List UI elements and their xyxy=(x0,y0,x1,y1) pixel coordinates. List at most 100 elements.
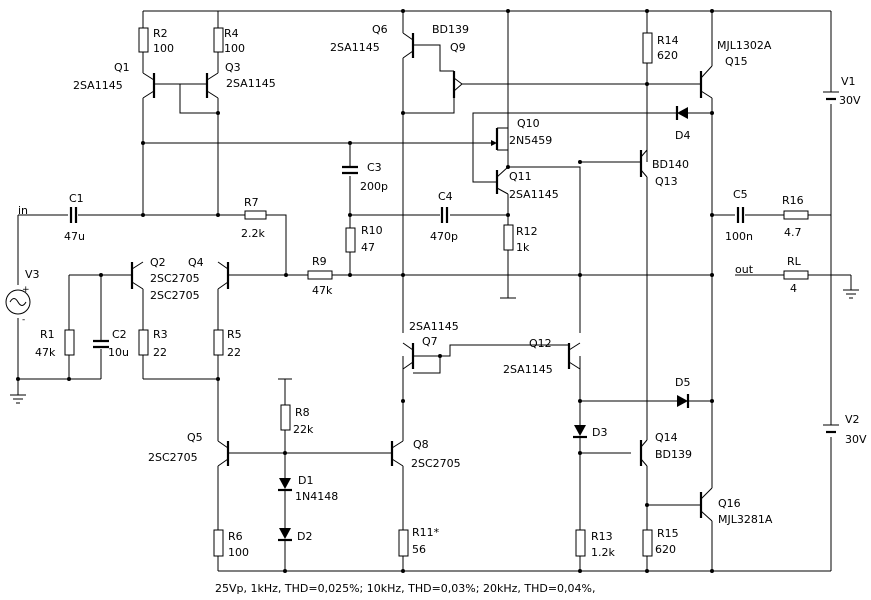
diode-D2 xyxy=(278,528,292,542)
resistor-R8 xyxy=(280,404,291,431)
capacitor-C3 xyxy=(342,165,358,175)
label-R10: R10 xyxy=(361,224,383,237)
resistor-R4 xyxy=(213,27,224,53)
label-Q3: Q3 xyxy=(225,61,241,74)
node-out: out xyxy=(735,263,754,276)
resistor-R15 xyxy=(642,529,653,557)
value-R13: 1.2k xyxy=(591,546,615,559)
value-R15: 620 xyxy=(655,543,676,556)
value-V1: 30V xyxy=(839,94,861,107)
label-V3: V3 xyxy=(25,268,40,281)
part-Q5: 2SC2705 xyxy=(148,451,198,464)
node-in: in xyxy=(18,204,28,217)
label-R11: R11* xyxy=(412,526,440,539)
transistor-Q1 xyxy=(142,72,180,99)
label-D1: D1 xyxy=(298,474,313,487)
transistor-Q9 xyxy=(452,71,463,98)
transistor-Q4 xyxy=(217,261,230,290)
label-R15: R15 xyxy=(657,527,679,540)
part-Q7: 2SA1145 xyxy=(409,320,459,333)
part-Q8: 2SC2705 xyxy=(411,457,461,470)
transistor-Q15 xyxy=(699,65,713,99)
transistor-Q13 xyxy=(631,149,648,178)
resistor-R9 xyxy=(307,270,333,280)
part-Q16: MJL3281A xyxy=(718,513,773,526)
label-R16: R16 xyxy=(782,194,804,207)
label-R3: R3 xyxy=(153,328,168,341)
resistor-R12 xyxy=(503,224,514,251)
transistor-Q10 xyxy=(490,128,499,150)
resistor-R5 xyxy=(213,329,224,356)
label-Q12: Q12 xyxy=(529,337,552,350)
junctions xyxy=(16,9,714,573)
value-R5: 22 xyxy=(227,346,241,359)
resistor-R10 xyxy=(345,227,356,253)
resistor-R2 xyxy=(138,27,149,53)
value-R11: 56 xyxy=(412,543,426,556)
caption: 25Vp, 1kHz, THD=0,025%; 10kHz, THD=0,03%… xyxy=(215,582,595,595)
resistor-R3 xyxy=(138,329,149,356)
label-R13: R13 xyxy=(591,530,613,543)
label-Q15: Q15 xyxy=(725,55,748,68)
label-Q11: Q11 xyxy=(509,170,532,183)
diodes xyxy=(278,106,690,542)
part-Q14: BD139 xyxy=(655,448,692,461)
label-C3: C3 xyxy=(367,161,382,174)
transistor-Q8 xyxy=(390,440,404,467)
wires xyxy=(17,10,851,572)
capacitor-C4 xyxy=(440,207,449,223)
transistor-Q14 xyxy=(639,439,648,467)
label-R6: R6 xyxy=(228,530,243,543)
diode-D5 xyxy=(677,394,690,408)
svg-text:+: + xyxy=(22,285,30,295)
part-Q1: 2SA1145 xyxy=(73,79,123,92)
diode-D3 xyxy=(573,425,587,439)
transistor-Q6 xyxy=(402,32,415,59)
label-Q7: Q7 xyxy=(422,335,438,348)
label-V1: V1 xyxy=(841,75,856,88)
capacitors xyxy=(69,165,745,349)
value-V2: 30V xyxy=(845,433,867,446)
label-V2: V2 xyxy=(845,413,860,426)
value-R16: 4.7 xyxy=(784,226,802,239)
part-Q10: 2N5459 xyxy=(509,134,552,147)
value-R4: 100 xyxy=(224,42,245,55)
label-R14: R14 xyxy=(657,34,679,47)
value-R6: 100 xyxy=(228,546,249,559)
label-Q14: Q14 xyxy=(655,431,678,444)
labels: R2 100 R4 100 Q1 2SA1145 Q3 2SA1145 Q6 2… xyxy=(18,23,867,595)
part-Q12: 2SA1145 xyxy=(503,363,553,376)
transistor-Q12 xyxy=(567,342,581,370)
transistor-Q5 xyxy=(217,440,230,467)
label-Q16: Q16 xyxy=(718,497,741,510)
transistor-Q2 xyxy=(130,261,144,290)
resistor-R14 xyxy=(642,32,653,64)
value-C4: 470p xyxy=(430,230,458,243)
part-D1: 1N4148 xyxy=(295,490,338,503)
transistors xyxy=(130,32,713,522)
capacitor-C1 xyxy=(69,207,78,223)
part-Q13: BD140 xyxy=(652,158,689,171)
label-Q10: Q10 xyxy=(517,117,540,130)
battery-V1 xyxy=(823,91,839,101)
label-C2: C2 xyxy=(112,328,127,341)
label-R12: R12 xyxy=(516,225,538,238)
transistor-Q3 xyxy=(180,72,219,99)
capacitor-C5 xyxy=(736,207,745,223)
value-R14: 620 xyxy=(657,49,678,62)
grounds xyxy=(10,275,859,404)
resistor-RL xyxy=(783,270,809,280)
part-Q15: MJL1302A xyxy=(717,39,772,52)
part-Q11: 2SA1145 xyxy=(509,188,559,201)
value-R2: 100 xyxy=(153,42,174,55)
value-RL: 4 xyxy=(790,282,797,295)
label-D5: D5 xyxy=(675,376,690,389)
label-R1: R1 xyxy=(40,328,55,341)
label-R8: R8 xyxy=(295,406,310,419)
value-R1: 47k xyxy=(35,346,56,359)
value-R10: 47 xyxy=(361,241,375,254)
label-Q5: Q5 xyxy=(187,431,203,444)
label-D4: D4 xyxy=(675,129,690,142)
label-D2: D2 xyxy=(297,530,312,543)
